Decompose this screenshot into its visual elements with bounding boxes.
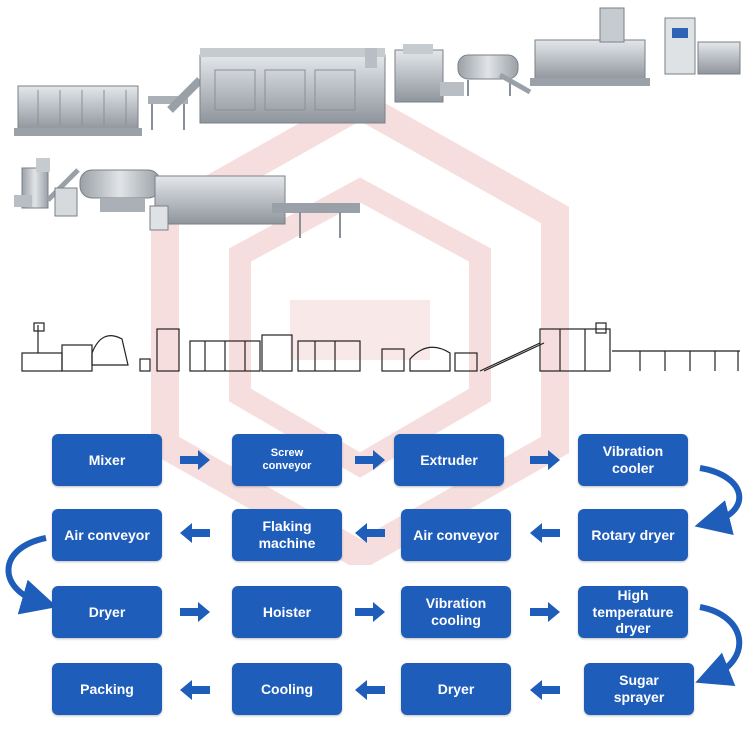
step-vibration-cooling: Vibration cooling (401, 586, 511, 638)
arrow-left-icon (180, 680, 210, 700)
step-screw-conveyor: Screw conveyor (232, 434, 342, 486)
step-high-temperature-dryer: High temperature dryer (578, 586, 688, 638)
arrow-right-icon (180, 450, 210, 470)
step-extruder: Extruder (394, 434, 504, 486)
arrow-right-icon (530, 602, 560, 622)
production-line-outline-icon (21, 322, 740, 372)
step-air-conveyor-right: Air conveyor (401, 509, 511, 561)
step-air-conveyor-left: Air conveyor (52, 509, 162, 561)
sugar-sprayer (394, 44, 464, 103)
step-dryer-1: Dryer (52, 586, 162, 638)
step-mixer: Mixer (52, 434, 162, 486)
step-dryer-2: Dryer (401, 663, 511, 715)
hoister-conveyor (148, 77, 203, 130)
screw-conveyor (46, 168, 80, 217)
mixer-machine (14, 158, 50, 209)
arrow-right-icon (530, 450, 560, 470)
arrow-left-icon (530, 523, 560, 543)
step-vibration-cooler: Vibration cooler (578, 434, 688, 486)
arrow-right-icon (355, 450, 385, 470)
arrow-left-icon (355, 680, 385, 700)
step-rotary-dryer: Rotary dryer (578, 509, 688, 561)
control-cabinet (664, 17, 741, 75)
extruder (530, 7, 650, 86)
arrow-right-icon (180, 602, 210, 622)
curved-arrow-icon (694, 465, 743, 536)
dryer-machine-left (14, 85, 142, 136)
step-cooling: Cooling (232, 663, 342, 715)
production-line-photo (14, 7, 741, 238)
high-temperature-dryer (199, 48, 386, 124)
curved-arrow-icon (695, 604, 743, 687)
arrow-left-icon (530, 680, 560, 700)
arrow-right-icon (355, 602, 385, 622)
curved-arrow-icon (5, 535, 58, 615)
step-flaking-machine: Flaking machine (232, 509, 342, 561)
step-hoister: Hoister (232, 586, 342, 638)
step-packing: Packing (52, 663, 162, 715)
arrow-left-icon (355, 523, 385, 543)
arrow-left-icon (180, 523, 210, 543)
rotary-drum (457, 54, 532, 96)
step-sugar-sprayer: Sugar sprayer (584, 663, 694, 715)
flaking-dryer (149, 175, 360, 238)
